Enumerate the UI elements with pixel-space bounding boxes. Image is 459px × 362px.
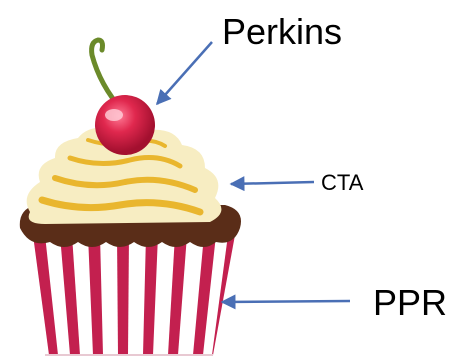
perkins-arrow — [156, 41, 213, 106]
label-cta: CTA — [321, 170, 364, 195]
cherry-highlight — [105, 109, 123, 121]
cta-arrow — [229, 176, 315, 192]
cupcake-wrapper — [25, 235, 235, 356]
label-perkins: Perkins — [222, 11, 343, 52]
cupcake-illustration — [19, 37, 241, 356]
frosting — [26, 123, 222, 224]
cherry-stem — [89, 37, 125, 113]
cherry — [95, 95, 155, 155]
ppr-arrow — [220, 294, 351, 310]
label-ppr: PPR — [373, 282, 448, 323]
